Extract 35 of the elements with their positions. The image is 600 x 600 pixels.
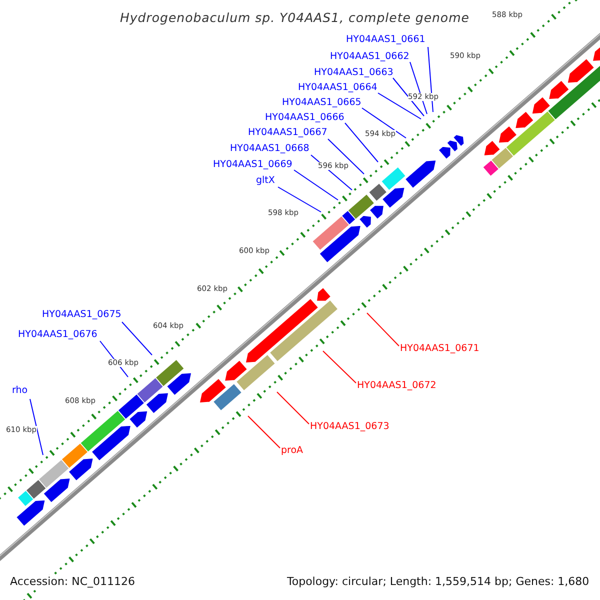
gene-label: gltX [256, 176, 275, 186]
gene-label: HY04AAS1_0672 [357, 381, 436, 390]
gene-label: HY04AAS1_0662 [330, 52, 410, 62]
leader-line [392, 78, 424, 116]
map-title: Hydrogenobaculum sp. Y04AAS1, complete genome [120, 12, 470, 24]
genome-summary-text: Topology: circular; Length: 1,559,514 bp; Genes: 1,680 [286, 575, 590, 588]
gene-label: HY04AAS1_0666 [265, 113, 344, 122]
gene-label: HY04AAS1_0668 [230, 144, 310, 154]
leader-line [276, 392, 310, 424]
gene-label: HY04AAS1_0675 [42, 310, 122, 320]
leader-line [378, 92, 422, 120]
leader-line [344, 122, 378, 162]
gene-label: proA [281, 446, 304, 456]
leader-line [122, 322, 152, 356]
accession-text: Accession: NC_011126 [9, 575, 136, 588]
leader-line [366, 312, 400, 346]
leader-line [294, 170, 338, 200]
leader-line [410, 62, 428, 114]
leader-line [322, 350, 356, 384]
gene-label: HY04AAS1_0671 [400, 344, 480, 354]
gene-label: rho [12, 386, 28, 396]
gene-label: HY04AAS1_0673 [310, 422, 390, 432]
gene-label: HY04AAS1_0664 [298, 83, 378, 92]
leader-line [30, 398, 44, 456]
leader-line [328, 138, 364, 174]
gene-label: HY04AAS1_0676 [18, 330, 98, 340]
leader-line [428, 46, 434, 112]
gene-label: HY04AAS1_0667 [248, 128, 328, 138]
gene-label: HY04AAS1_0663 [314, 68, 394, 78]
leader-line [248, 416, 280, 448]
gene-label: HY04AAS1_0661 [346, 35, 426, 44]
gene-label: HY04AAS1_0665 [282, 98, 362, 108]
gene-label: HY04AAS1_0669 [213, 160, 292, 170]
leader-line [362, 108, 406, 138]
leader-line [278, 186, 322, 212]
